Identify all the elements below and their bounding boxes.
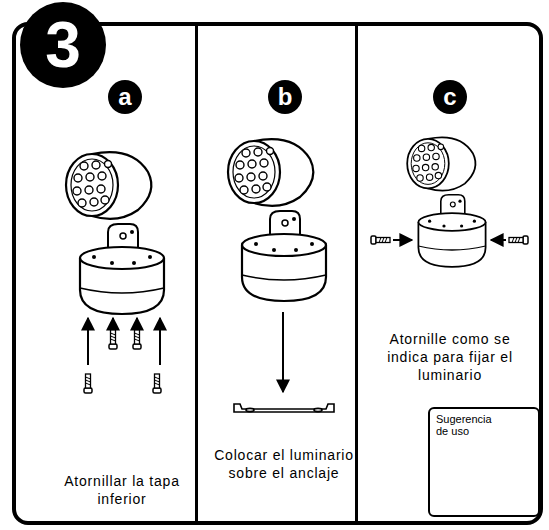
usage-hint-box: Sugerencia de uso (428, 407, 540, 517)
instruction-caption: Atornille como se indica para fijar el l… (370, 330, 530, 384)
instruction-caption: Colocar el luminario sobre el anclaje (209, 446, 359, 482)
anchor-plate (234, 404, 334, 412)
luminaire (407, 137, 485, 267)
panel-letter: b (268, 80, 302, 114)
luminaire (66, 152, 164, 314)
instruction-caption: Atornillar la tapa inferior (58, 472, 186, 508)
panel-letter: a (108, 80, 142, 114)
arrows (88, 318, 160, 365)
panel-letter: c (433, 80, 467, 114)
luminaire (228, 139, 326, 301)
hint-label: Sugerencia de uso (436, 413, 500, 437)
step-frame: 3aAtornillar la tapa inferiorbColocar el… (12, 22, 543, 525)
step-panel: cAtornille como se indica para fijar el … (358, 26, 543, 521)
step-panel: bColocar el luminario sobre el anclaje (198, 26, 358, 521)
step-number: 3 (20, 2, 106, 88)
step-panel: aAtornillar la tapa inferior (16, 26, 198, 521)
